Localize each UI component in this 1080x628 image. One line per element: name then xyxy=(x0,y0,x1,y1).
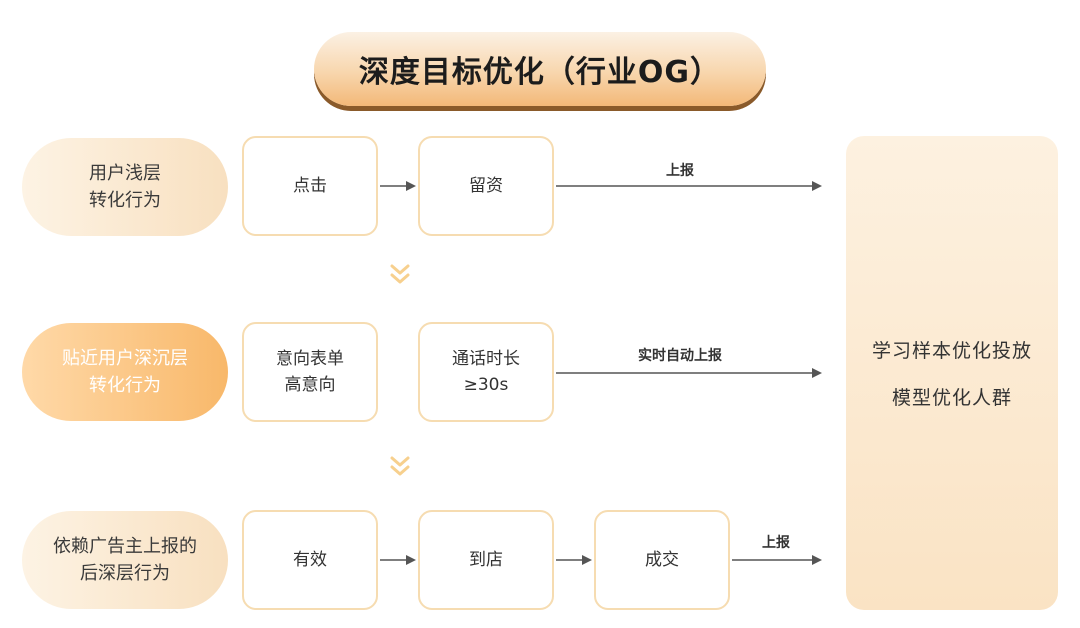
row-label-deep: 依赖广告主上报的 后深层行为 xyxy=(22,511,228,609)
step-lead: 留资 xyxy=(418,136,554,236)
step-valid: 有效 xyxy=(242,510,378,610)
report-label-row1: 上报 xyxy=(666,163,694,179)
step-intent-form: 意向表单 高意向 xyxy=(242,322,378,422)
step-store-visit: 到店 xyxy=(418,510,554,610)
row-label-shallow: 用户浅层 转化行为 xyxy=(22,138,228,236)
report-label-row2: 实时自动上报 xyxy=(638,348,722,364)
result-line-2: 模型优化人群 xyxy=(891,387,1012,409)
page-title: 深度目标优化（行业OG） xyxy=(314,32,766,106)
row-label-mid: 贴近用户深沉层 转化行为 xyxy=(22,323,228,421)
result-panel: 学习样本优化投放 模型优化人群 xyxy=(846,136,1058,610)
chevron-down-icon xyxy=(390,456,410,476)
step-call-duration: 通话时长 ≥30s xyxy=(418,322,554,422)
step-click: 点击 xyxy=(242,136,378,236)
step-deal: 成交 xyxy=(594,510,730,610)
chevron-down-icon xyxy=(390,264,410,284)
result-line-1: 学习样本优化投放 xyxy=(871,340,1032,362)
report-label-row3: 上报 xyxy=(762,535,790,551)
